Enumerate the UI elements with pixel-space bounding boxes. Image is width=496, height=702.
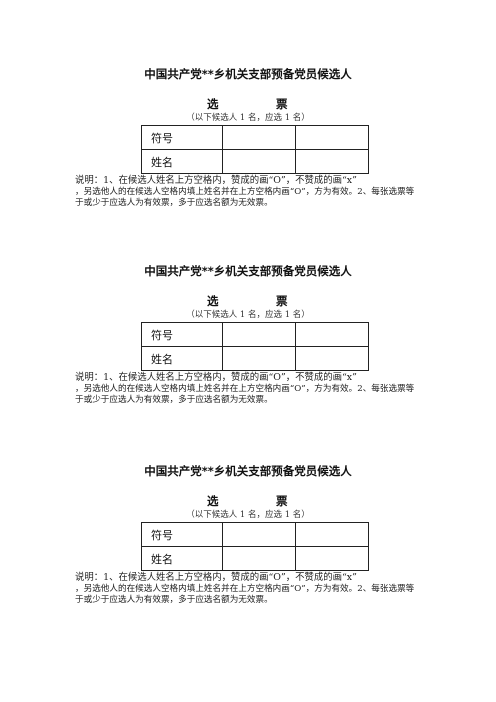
name-cell-2[interactable] (295, 546, 369, 571)
name-label: 姓名 (141, 149, 223, 174)
ballot-table: 符号 姓名 (141, 125, 369, 174)
ballot-subtitle: （以下候选人 1 名，应选 1 名） (186, 113, 310, 123)
name-cell-1[interactable] (222, 546, 296, 571)
name-row: 姓名 (141, 149, 369, 174)
note-line-3: 于或少于应选人为有效票，多于应选名额为无效票。 (75, 198, 273, 208)
note-line-2: ，另选他人的在候选人空格内填上姓名并在上方空格内画“O”，方为有效。2、每张选票… (75, 583, 415, 594)
ballot-heading-right: 票 (276, 97, 288, 111)
note-line-2: ，另选他人的在候选人空格内填上姓名并在上方空格内画“O”，方为有效。2、每张选票… (75, 383, 415, 394)
symbol-label: 符号 (141, 125, 223, 150)
symbol-cell-2[interactable] (295, 522, 369, 547)
symbol-cell-2[interactable] (295, 125, 369, 150)
ballot-subtitle: （以下候选人 1 名，应选 1 名） (186, 310, 310, 320)
symbol-cell-1[interactable] (222, 522, 296, 547)
name-cell-2[interactable] (295, 346, 369, 371)
symbol-cell-2[interactable] (295, 322, 369, 347)
ballot-heading: 选 票 (0, 97, 496, 111)
ballot-heading-right: 票 (276, 294, 288, 308)
note-line-3: 于或少于应选人为有效票，多于应选名额为无效票。 (75, 595, 273, 605)
ballot-heading-left: 选 (207, 97, 219, 111)
ballot-table: 符号 姓名 (141, 522, 369, 571)
note-line-2: ，另选他人的在候选人空格内填上姓名并在上方空格内画“O”，方为有效。2、每张选票… (75, 186, 415, 197)
ballot-notes: 说明：1、在候选人姓名上方空格内，赞成的画“O”，不赞成的画“x” ，另选他人的… (75, 175, 435, 210)
note-line-1: 说明：1、在候选人姓名上方空格内，赞成的画“O”，不赞成的画“x” (75, 175, 357, 186)
ballot-title: 中国共产党**乡机关支部预备党员候选人 (144, 264, 352, 278)
ballot-heading: 选 票 (0, 494, 496, 508)
name-label: 姓名 (141, 346, 223, 371)
ballot-title: 中国共产党**乡机关支部预备党员候选人 (144, 67, 352, 81)
symbol-row: 符号 (141, 522, 369, 547)
ballot-heading-left: 选 (207, 494, 219, 508)
symbol-cell-1[interactable] (222, 322, 296, 347)
ballot-table: 符号 姓名 (141, 322, 369, 371)
note-line-1: 说明：1、在候选人姓名上方空格内，赞成的画“O”，不赞成的画“x” (75, 572, 357, 583)
name-cell-1[interactable] (222, 346, 296, 371)
ballot-heading-left: 选 (207, 294, 219, 308)
symbol-label: 符号 (141, 322, 223, 347)
name-cell-2[interactable] (295, 149, 369, 174)
ballot-heading: 选 票 (0, 294, 496, 308)
ballot-title: 中国共产党**乡机关支部预备党员候选人 (144, 464, 352, 478)
ballot-heading-right: 票 (276, 494, 288, 508)
name-label: 姓名 (141, 546, 223, 571)
ballot-subtitle: （以下候选人 1 名，应选 1 名） (186, 510, 310, 520)
note-line-1: 说明：1、在候选人姓名上方空格内，赞成的画“O”，不赞成的画“x” (75, 372, 357, 383)
note-line-3: 于或少于应选人为有效票，多于应选名额为无效票。 (75, 395, 273, 405)
name-row: 姓名 (141, 546, 369, 571)
name-cell-1[interactable] (222, 149, 296, 174)
symbol-row: 符号 (141, 322, 369, 347)
name-row: 姓名 (141, 346, 369, 371)
symbol-row: 符号 (141, 125, 369, 150)
symbol-label: 符号 (141, 522, 223, 547)
ballot-notes: 说明：1、在候选人姓名上方空格内，赞成的画“O”，不赞成的画“x” ，另选他人的… (75, 572, 435, 607)
ballot-notes: 说明：1、在候选人姓名上方空格内，赞成的画“O”，不赞成的画“x” ，另选他人的… (75, 372, 435, 407)
symbol-cell-1[interactable] (222, 125, 296, 150)
